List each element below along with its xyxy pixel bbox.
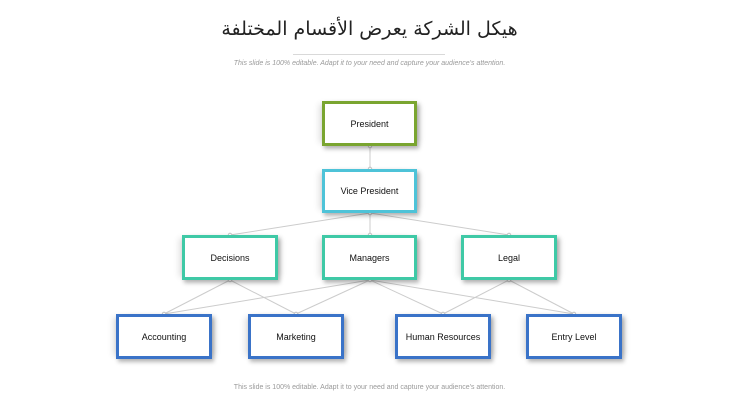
node-label: President — [350, 118, 389, 129]
node-vice-president: Vice President — [322, 169, 417, 213]
slide-subtitle: This slide is 100% editable. Adapt it to… — [233, 60, 506, 67]
connector-decisions-marketing — [229, 279, 297, 315]
node-accounting: Accounting — [116, 314, 212, 359]
node-label: Human Resources — [405, 331, 481, 342]
slide-title: هيكل الشركة يعرض الأقسام المختلفة — [221, 18, 518, 40]
node-label: Accounting — [141, 331, 187, 342]
node-label: Decisions — [210, 252, 250, 263]
connector-decisions-accounting — [163, 279, 231, 315]
node-label: Entry Level — [551, 331, 597, 342]
connector-managers-accounting — [163, 279, 371, 315]
connector-managers-entry — [369, 279, 575, 315]
connector-legal-hr — [442, 279, 510, 315]
node-entry-level: Entry Level — [526, 314, 622, 359]
node-managers: Managers — [322, 235, 417, 280]
node-label: Marketing — [276, 331, 316, 342]
node-decisions: Decisions — [182, 235, 278, 280]
node-label: Vice President — [340, 186, 399, 196]
connector-managers-hr — [369, 279, 444, 315]
node-label: Managers — [349, 252, 390, 263]
node-human-resources: Human Resources — [395, 314, 491, 359]
connector-vp-legal — [369, 212, 510, 236]
connector-legal-entry — [508, 279, 575, 315]
connector-vp-decisions — [229, 212, 371, 236]
node-marketing: Marketing — [248, 314, 344, 359]
node-legal: Legal — [461, 235, 557, 280]
slide-footer: This slide is 100% editable. Adapt it to… — [233, 384, 506, 391]
title-divider — [293, 54, 445, 55]
node-label: Legal — [497, 252, 521, 263]
connector-managers-marketing — [295, 279, 371, 315]
node-president: President — [322, 101, 417, 146]
